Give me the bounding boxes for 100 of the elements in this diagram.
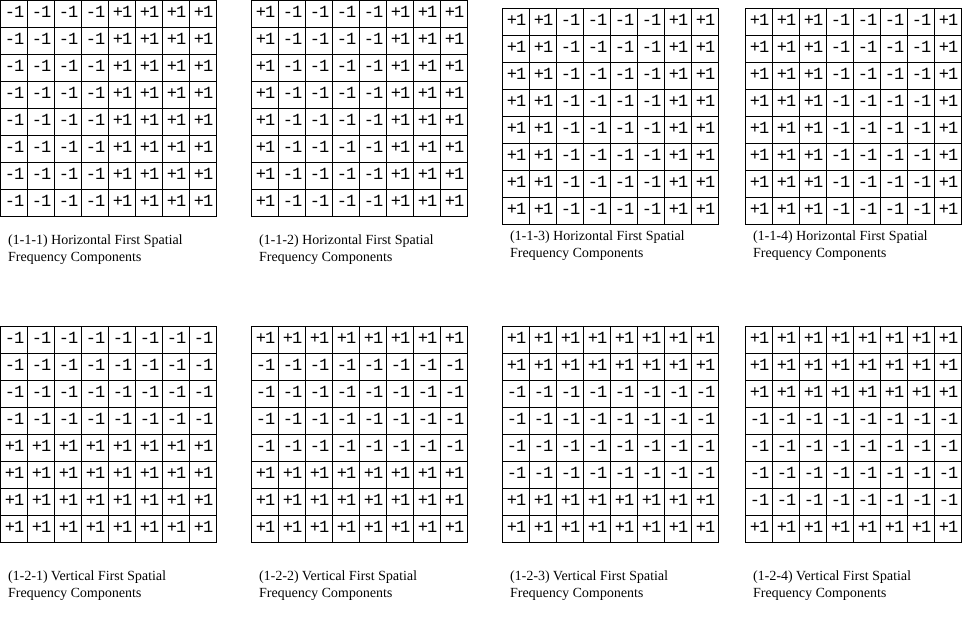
table-cell: +1	[109, 82, 136, 109]
table-cell: +1	[827, 354, 854, 381]
table-cell: -1	[360, 1, 387, 28]
table-cell: +1	[279, 516, 306, 543]
caption: (1-2-4) Vertical First Spatial Frequency Components	[753, 568, 912, 602]
table-cell: -1	[333, 163, 360, 190]
table-cell: -1	[163, 327, 190, 354]
table-cell: -1	[333, 435, 360, 462]
table-cell: -1	[28, 136, 55, 163]
table-cell: +1	[82, 435, 109, 462]
table-cell: -1	[190, 408, 217, 435]
table-cell: -1	[279, 354, 306, 381]
table-cell: -1	[638, 9, 665, 36]
table-cell: +1	[584, 516, 611, 543]
table-cell: +1	[665, 489, 692, 516]
table-cell: +1	[584, 327, 611, 354]
table-cell: -1	[908, 63, 935, 90]
table-cell: -1	[333, 381, 360, 408]
table-cell: +1	[827, 327, 854, 354]
table-cell: -1	[881, 171, 908, 198]
table-cell: +1	[692, 198, 719, 225]
table-cell: +1	[136, 435, 163, 462]
table-cell: -1	[908, 462, 935, 489]
table-cell: -1	[333, 55, 360, 82]
table-cell: +1	[503, 90, 530, 117]
table-cell: -1	[557, 408, 584, 435]
table-cell: -1	[557, 462, 584, 489]
table-cell: -1	[800, 435, 827, 462]
table-cell: +1	[136, 136, 163, 163]
table-cell: -1	[28, 408, 55, 435]
table-cell: -1	[190, 381, 217, 408]
table-cell: -1	[279, 55, 306, 82]
table-cell: -1	[557, 381, 584, 408]
table-cell: -1	[279, 28, 306, 55]
table-cell: +1	[935, 516, 962, 543]
table-cell: +1	[252, 489, 279, 516]
table-cell: +1	[441, 82, 468, 109]
table-cell: -1	[1, 82, 28, 109]
table-cell: -1	[638, 63, 665, 90]
table-cell: +1	[773, 63, 800, 90]
table-cell: -1	[881, 489, 908, 516]
table-cell: +1	[827, 381, 854, 408]
table-cell: +1	[611, 516, 638, 543]
table-cell: +1	[638, 327, 665, 354]
table-cell: -1	[252, 408, 279, 435]
table-cell: +1	[692, 63, 719, 90]
table-cell: +1	[252, 82, 279, 109]
table-cell: -1	[638, 435, 665, 462]
table-cell: +1	[279, 327, 306, 354]
table-cell: +1	[503, 117, 530, 144]
table-cell: -1	[638, 408, 665, 435]
table-cell: +1	[360, 462, 387, 489]
table-cell: -1	[773, 489, 800, 516]
table-cell: +1	[746, 117, 773, 144]
table-cell: +1	[414, 55, 441, 82]
table-cell: +1	[665, 36, 692, 63]
table-cell: -1	[306, 354, 333, 381]
table-cell: -1	[584, 435, 611, 462]
table-cell: -1	[306, 55, 333, 82]
table-cell: +1	[638, 354, 665, 381]
table-cell: -1	[333, 28, 360, 55]
table-cell: +1	[935, 63, 962, 90]
table-cell: +1	[252, 190, 279, 217]
table-cell: +1	[638, 516, 665, 543]
table-cell: +1	[28, 435, 55, 462]
table-cell: -1	[82, 354, 109, 381]
table-cell: +1	[827, 516, 854, 543]
table-cell: +1	[109, 462, 136, 489]
table-cell: +1	[333, 516, 360, 543]
table-cell: +1	[503, 198, 530, 225]
table-cell: -1	[55, 190, 82, 217]
table-cell: -1	[611, 144, 638, 171]
table-cell: -1	[584, 144, 611, 171]
table-cell: +1	[773, 36, 800, 63]
table-cell: +1	[414, 489, 441, 516]
table-cell: +1	[82, 516, 109, 543]
table-cell: -1	[360, 381, 387, 408]
table-cell: -1	[881, 63, 908, 90]
table-cell: -1	[1, 381, 28, 408]
table-cell: +1	[908, 381, 935, 408]
table-cell: -1	[306, 408, 333, 435]
table-cell: -1	[935, 462, 962, 489]
table-cell: -1	[279, 435, 306, 462]
table-cell: -1	[584, 63, 611, 90]
table-cell: +1	[387, 327, 414, 354]
table-cell: -1	[611, 381, 638, 408]
table-cell: -1	[28, 1, 55, 28]
table-cell: -1	[665, 435, 692, 462]
table-cell: +1	[692, 90, 719, 117]
table-cell: -1	[441, 435, 468, 462]
table-cell: +1	[163, 462, 190, 489]
table-cell: +1	[908, 516, 935, 543]
table-cell: -1	[854, 198, 881, 225]
table-cell: +1	[163, 163, 190, 190]
table-cell: +1	[190, 28, 217, 55]
table-cell: +1	[881, 327, 908, 354]
table-cell: -1	[827, 462, 854, 489]
table-cell: -1	[800, 489, 827, 516]
table-cell: -1	[638, 171, 665, 198]
table-cell: +1	[163, 1, 190, 28]
